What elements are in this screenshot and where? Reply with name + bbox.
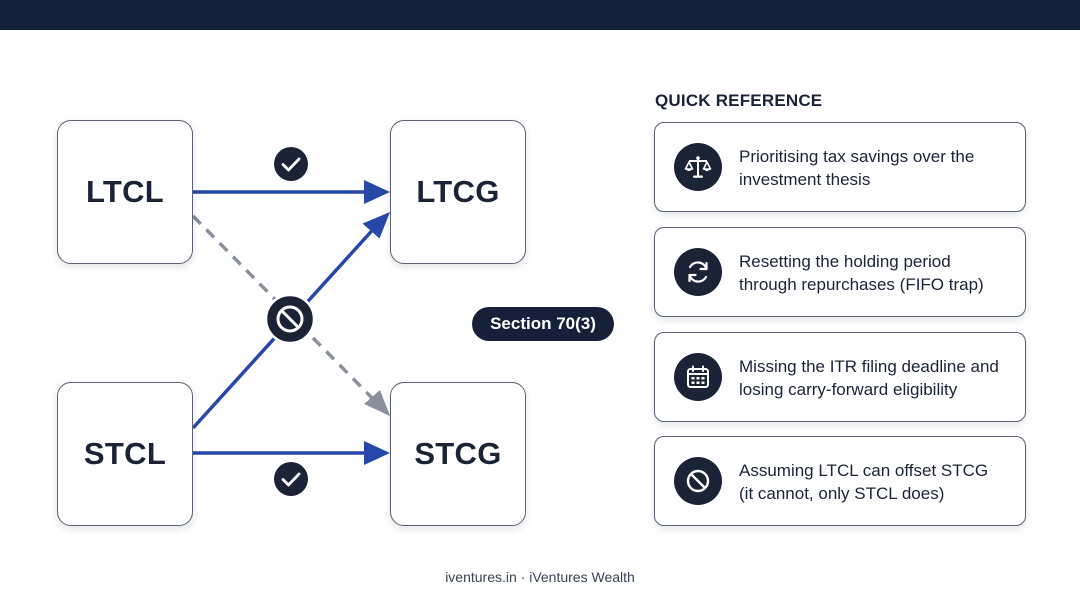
scale-icon	[674, 143, 722, 191]
check-badge-top	[274, 147, 308, 181]
prohibited-icon	[276, 305, 304, 333]
arrowhead-ltcl-to-stcg	[364, 390, 390, 416]
node-ltcl: LTCL	[57, 120, 193, 264]
reference-card-text: Assuming LTCL can offset STCG (it cannot…	[739, 461, 989, 503]
check-icon	[281, 157, 301, 172]
arrowhead-stcl-to-ltcg	[362, 212, 390, 239]
prohibited-icon	[674, 457, 722, 505]
reference-card: Assuming LTCL can offset STCG (it cannot…	[654, 436, 1026, 526]
quick-reference-heading: QUICK REFERENCE	[655, 91, 823, 110]
node-stcl: STCL	[57, 382, 193, 526]
refresh-icon	[674, 248, 722, 296]
check-badge-bottom	[274, 462, 308, 496]
reference-card-text: Resetting the holding period through rep…	[739, 252, 984, 294]
reference-card: Prioritising tax savings over the invest…	[654, 122, 1026, 212]
node-stcg: STCG	[390, 382, 526, 526]
prohibited-badge	[264, 293, 316, 345]
top-bar	[0, 0, 1080, 30]
arrow-ltcl-to-stcg-blocked	[191, 214, 378, 404]
node-ltcg: LTCG	[390, 120, 526, 264]
reference-card-text: Prioritising tax savings over the invest…	[739, 147, 975, 189]
check-icon	[281, 472, 301, 487]
reference-card: Missing the ITR filing deadline and losi…	[654, 332, 1026, 422]
arrowhead-stcl-to-stcg	[364, 441, 390, 465]
reference-card: Resetting the holding period through rep…	[654, 227, 1026, 317]
footer-credit: iventures.in · iVentures Wealth	[445, 569, 635, 585]
calendar-icon	[674, 353, 722, 401]
reference-card-text: Missing the ITR filing deadline and losi…	[739, 357, 999, 399]
section-label-pill: Section 70(3)	[472, 307, 614, 341]
arrowhead-ltcl-to-ltcg	[364, 180, 390, 204]
